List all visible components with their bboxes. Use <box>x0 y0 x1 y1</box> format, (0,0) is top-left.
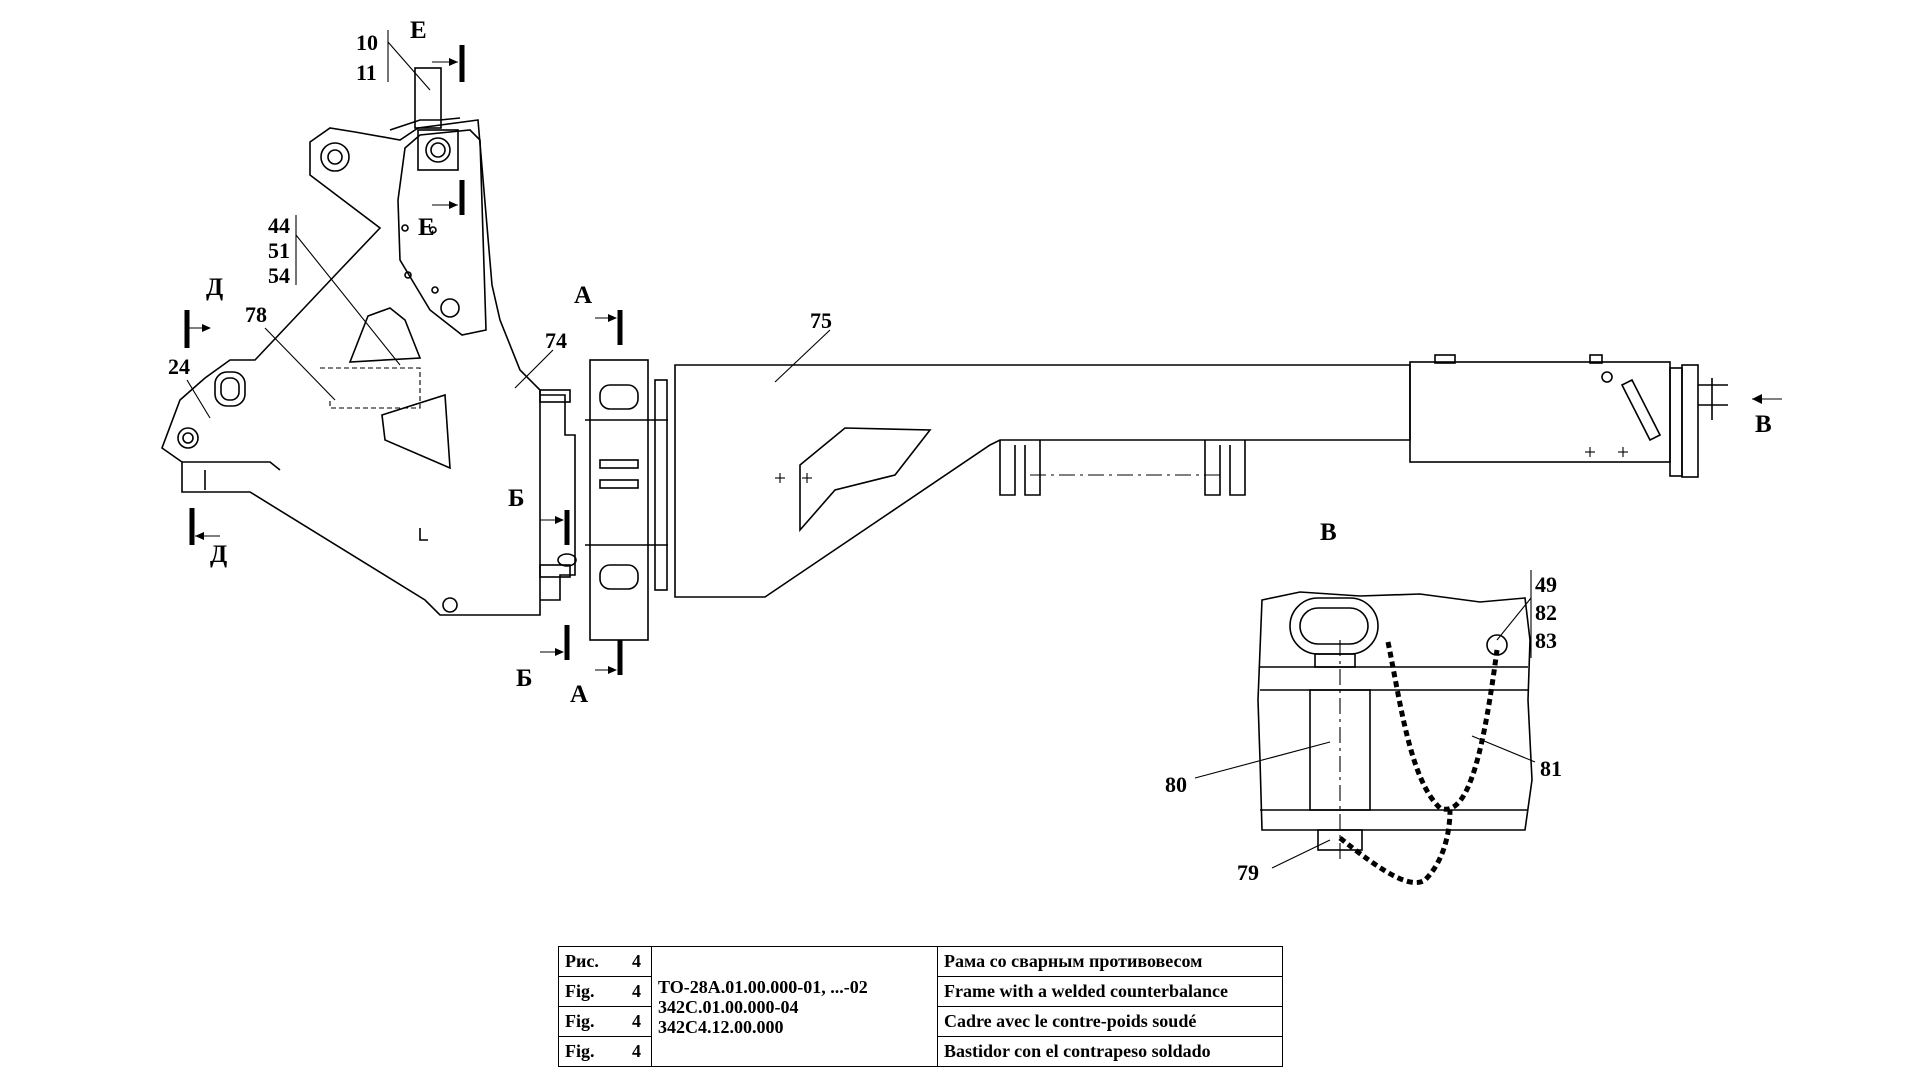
label-78: 78 <box>245 302 267 327</box>
description-ru: Рама со сварным противовесом <box>937 946 1283 977</box>
label-44: 44 <box>268 213 290 238</box>
doc-numbers-cell: ТО-28А.01.00.000-01, ...-02 342С.01.00.0… <box>651 946 938 1067</box>
label-74: 74 <box>545 328 567 353</box>
label-54: 54 <box>268 263 290 288</box>
label-24: 24 <box>168 354 190 379</box>
label-75: 75 <box>810 308 832 333</box>
label-82: 82 <box>1535 600 1557 625</box>
section-b-bottom: Б <box>516 665 533 692</box>
fig-cell: Рис.4 <box>558 946 652 977</box>
section-d-bottom: Д <box>210 541 227 568</box>
label-79: 79 <box>1237 860 1259 885</box>
section-letters: Е Е Д Д А А Б Б В В <box>206 17 1772 708</box>
section-e-bottom: Е <box>418 214 435 241</box>
section-d-top: Д <box>206 274 223 301</box>
position-labels: 10 11 44 51 54 78 24 74 75 49 82 83 80 8… <box>168 30 1562 885</box>
leader-lines <box>186 30 1536 869</box>
description-fr: Cadre avec le contre-poids soudé <box>937 1006 1283 1037</box>
fig-cell: Fig.4 <box>558 976 652 1007</box>
label-10: 10 <box>356 30 378 55</box>
label-83: 83 <box>1535 628 1557 653</box>
doc-number: 342С.01.00.000-04 <box>658 996 799 1017</box>
title-row: Fig.4 Cadre avec le contre-poids soudé <box>558 1006 1283 1037</box>
section-e-top: Е <box>410 17 427 44</box>
doc-number: 342С4.12.00.000 <box>658 1016 784 1037</box>
section-a-top: А <box>574 282 592 309</box>
section-markers <box>184 45 1782 675</box>
doc-number: ТО-28А.01.00.000-01, ...-02 <box>658 976 868 997</box>
label-51: 51 <box>268 238 290 263</box>
counterweight-body <box>161 67 541 616</box>
fig-cell: Fig.4 <box>558 1036 652 1067</box>
title-row: Рис.4 ТО-28А.01.00.000-01, ...-02 342С.0… <box>558 946 1283 1067</box>
description-es: Bastidor con el contrapeso soldado <box>937 1036 1283 1067</box>
description-en: Frame with a welded counterbalance <box>937 976 1283 1007</box>
title-row: Fig.4 Bastidor con el contrapeso soldado <box>558 1036 1283 1067</box>
title-block: Рис.4 ТО-28А.01.00.000-01, ...-02 342С.0… <box>558 946 1283 1067</box>
main-boom <box>674 354 1728 598</box>
hinge-assembly <box>539 359 668 641</box>
label-80: 80 <box>1165 772 1187 797</box>
section-b-top: Б <box>508 485 525 512</box>
title-row: Fig.4 Frame with a welded counterbalance <box>558 976 1283 1007</box>
section-v-view: В <box>1320 519 1337 546</box>
section-v-arrow: В <box>1755 411 1772 438</box>
label-49: 49 <box>1535 572 1557 597</box>
label-11: 11 <box>356 60 377 85</box>
fig-cell: Fig.4 <box>558 1006 652 1037</box>
section-a-bottom: А <box>570 681 588 708</box>
detail-view-v <box>1257 591 1533 886</box>
label-81: 81 <box>1540 756 1562 781</box>
